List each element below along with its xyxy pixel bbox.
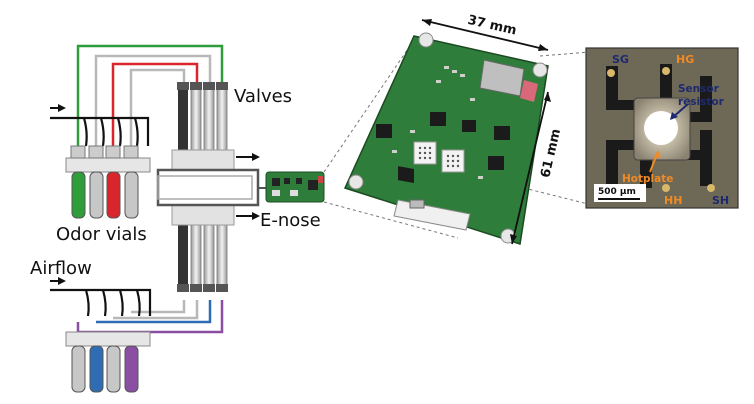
board-height-label: 61 mm <box>538 127 564 179</box>
odor-vials-top <box>65 145 151 219</box>
label-sg: SG <box>612 53 629 66</box>
label-resistor: resistor <box>678 96 725 108</box>
label-hh: HH <box>664 194 682 207</box>
tube-gray2-top <box>129 68 186 152</box>
label-hotplate: Hotplate <box>622 173 673 185</box>
tube-gray-bottom <box>113 300 199 320</box>
scale-bar-label: 500 µm <box>598 187 636 197</box>
tube-blue-bottom <box>96 300 212 324</box>
valve-tube-dark <box>178 88 188 150</box>
tube-green-top <box>76 44 224 152</box>
pcb-photo <box>343 32 549 245</box>
tube-gray2-bottom <box>131 300 186 314</box>
odor-vials-bottom <box>65 331 151 393</box>
valves-label: Valves <box>234 86 292 107</box>
label-sh: SH <box>712 194 729 207</box>
odor-vials-label: Odor vials <box>56 224 147 245</box>
vial-gray <box>89 171 104 219</box>
tube-red-top <box>111 62 199 152</box>
sensor-micrograph: 500 µm SG HG HH SH Sensor resistor Hotpl… <box>585 47 739 209</box>
vial-red <box>106 171 121 219</box>
inlet-manifolds <box>50 116 152 317</box>
vial-green <box>71 171 86 219</box>
tube-gray-top <box>94 54 212 152</box>
board-width-label: 37 mm <box>466 13 518 39</box>
enose-label: E-nose <box>260 210 321 231</box>
label-hg: HG <box>676 53 694 66</box>
airflow-label: Airflow <box>30 258 92 279</box>
enose-board-small <box>265 171 325 203</box>
vial-gray-2 <box>124 171 139 219</box>
vial-blue <box>89 345 104 393</box>
valve-assembly <box>156 82 268 292</box>
vial-purple <box>124 345 139 393</box>
label-sensor: Sensor <box>678 83 720 95</box>
